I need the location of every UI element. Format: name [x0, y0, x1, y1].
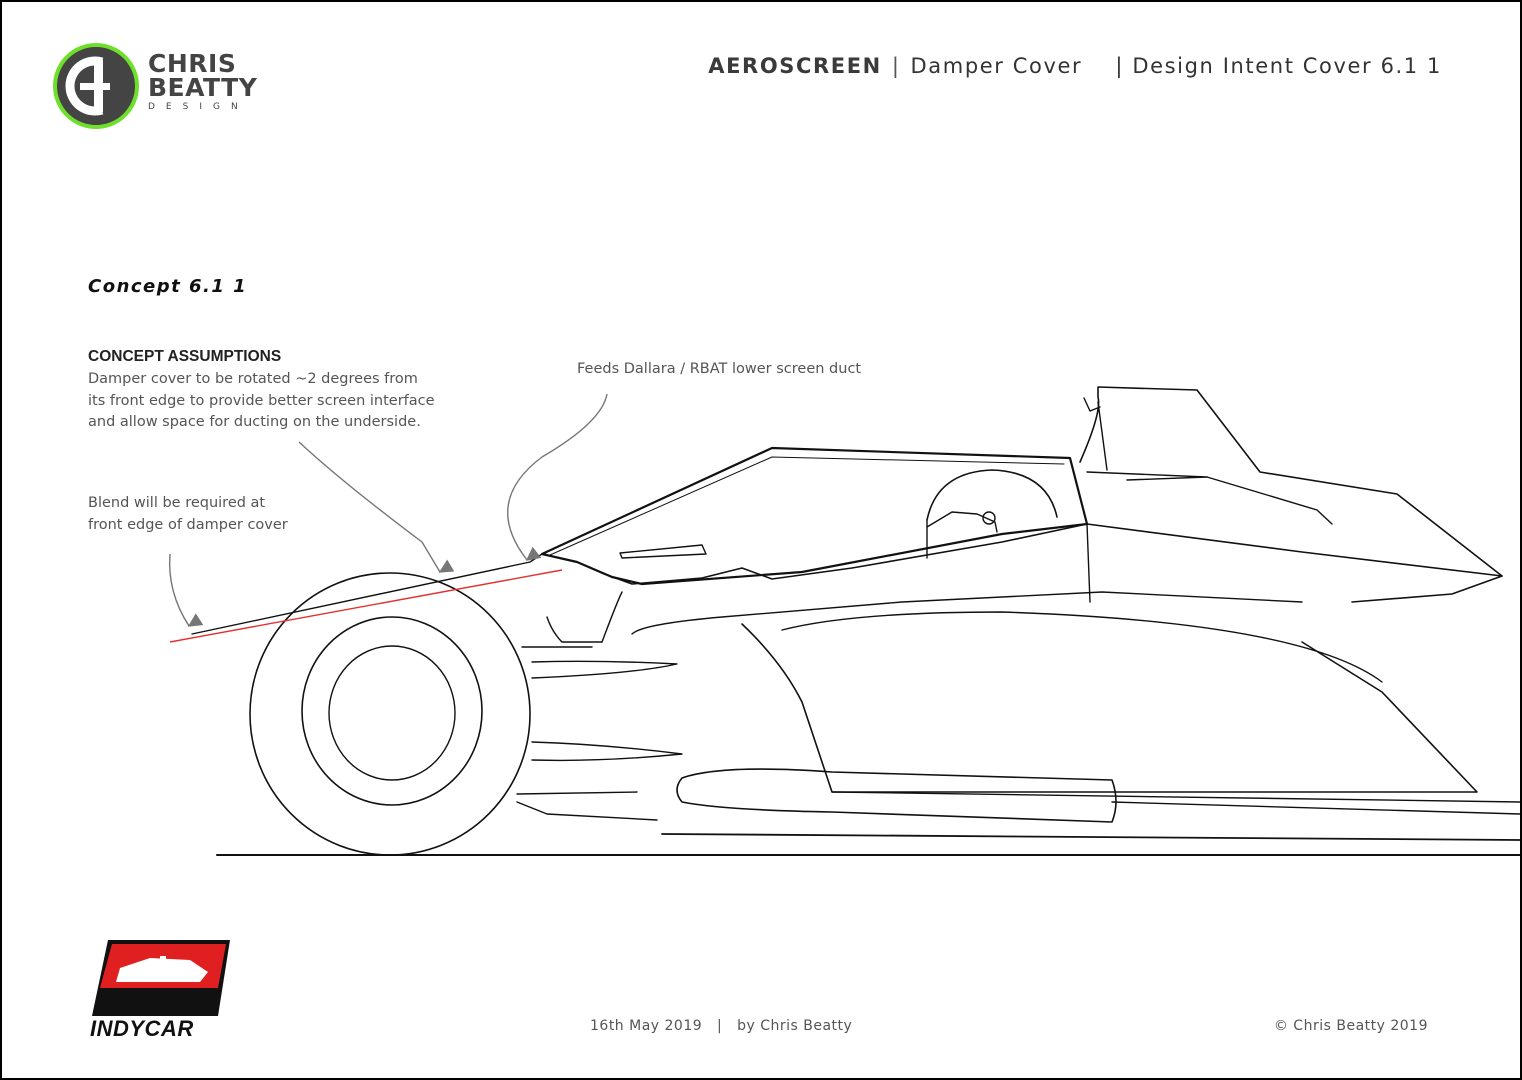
- header-doc: | Design Intent Cover 6.1 1: [1115, 54, 1442, 78]
- sidepod-outline: [741, 623, 1478, 793]
- damper-cover-line: [191, 553, 543, 635]
- header-part: Damper Cover: [910, 54, 1083, 78]
- blend-arrow: [168, 553, 204, 627]
- roll-hoop: [1079, 386, 1503, 577]
- blend-line: front edge of damper cover: [88, 516, 288, 533]
- footer-separator: |: [717, 1018, 723, 1034]
- blend-note: Blend will be required at front edge of …: [88, 493, 288, 536]
- driver-helmet: [926, 469, 1058, 521]
- brand-name-line1: CHRIS: [148, 49, 237, 78]
- front-tyre: [249, 572, 531, 856]
- rotated-damper-highlight: [169, 569, 563, 643]
- header-separator: |: [891, 54, 901, 78]
- footer-date: 16th May 2019: [590, 1018, 703, 1034]
- feeds-arrow: [507, 393, 608, 561]
- brand-name-line2: BEATTY: [148, 73, 258, 102]
- header-title: AEROSCREEN | Damper Cover | Design Intent …: [708, 54, 1442, 78]
- indycar-wordmark: INDYCAR: [90, 1016, 194, 1041]
- footer-copyright: © Chris Beatty 2019: [1273, 1018, 1428, 1034]
- footer-author: by Chris Beatty: [737, 1018, 853, 1034]
- assumptions-text: Damper cover to be rotated ~2 degrees fr…: [88, 369, 435, 434]
- feeds-note: Feeds Dallara / RBAT lower screen duct: [577, 361, 862, 377]
- blend-line: Blend will be required at: [88, 495, 266, 511]
- footer-date-author: 16th May 2019 | by Chris Beatty: [590, 1018, 852, 1034]
- assumption-line: Damper cover to be rotated ~2 degrees fr…: [88, 371, 418, 387]
- indycar-logo-icon: [92, 940, 230, 1016]
- brand-subtitle: DESIGN: [148, 102, 249, 112]
- chris-beatty-logo-icon: [53, 43, 139, 129]
- floor-duct: [676, 768, 1117, 823]
- aeroscreen-frame: [540, 446, 1089, 586]
- header-product: AEROSCREEN: [708, 54, 882, 78]
- concept-title: Concept 6.1 1: [88, 276, 248, 297]
- rim-inner: [328, 645, 456, 781]
- assumption-line: and allow space for ducting on the under…: [88, 414, 421, 430]
- assumption-line: its front edge to provide better screen …: [88, 392, 435, 409]
- sidepod-top: [1086, 523, 1503, 603]
- assumption-arrow: [298, 441, 455, 573]
- assumptions-heading: CONCEPT ASSUMPTIONS: [88, 348, 282, 365]
- rim-outer: [301, 616, 483, 806]
